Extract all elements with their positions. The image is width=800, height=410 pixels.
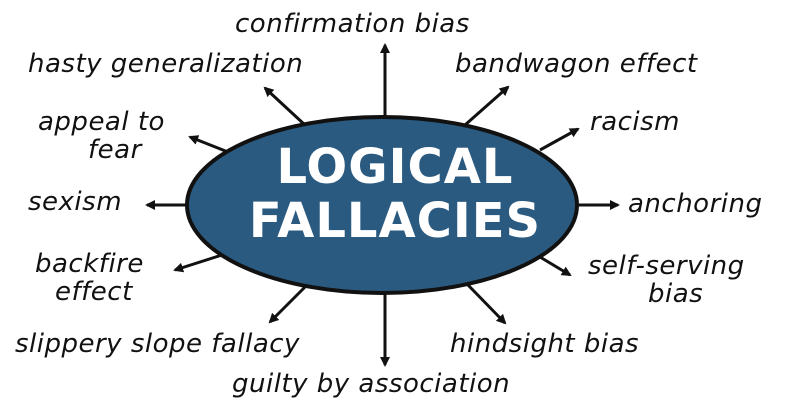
arrow-hindsight-bias xyxy=(466,283,507,325)
arrow-slippery-slope-fallacy xyxy=(268,285,307,324)
center-ellipse xyxy=(185,115,579,295)
arrow-backfire-effect xyxy=(173,253,223,273)
arrow-self-serving-bias xyxy=(539,255,572,277)
arrow-appeal-to-fear xyxy=(188,135,229,154)
arrow-racism xyxy=(539,127,580,152)
label-slippery-slope-fallacy: slippery slope fallacy xyxy=(15,329,300,359)
label-appeal-to-fear-line2: fear xyxy=(88,135,142,165)
arrow-hasty-generalization xyxy=(263,86,307,127)
label-anchoring: anchoring xyxy=(628,189,763,219)
center-title: LOGICAL FALLACIES xyxy=(215,140,575,248)
label-hasty-generalization: hasty generalization xyxy=(28,49,304,79)
arrow-bandwagon-effect xyxy=(464,85,510,127)
label-self-serving-bias-line2: bias xyxy=(648,279,704,309)
label-self-serving-bias-line1: self-serving xyxy=(588,251,745,281)
label-backfire-effect-line1: backfire xyxy=(35,249,144,279)
label-backfire-effect: backfire effect xyxy=(35,250,144,306)
label-confirmation-bias: confirmation bias xyxy=(235,9,470,39)
center-title-line1: LOGICAL xyxy=(276,139,514,195)
label-guilty-by-association: guilty by association xyxy=(232,369,511,399)
label-backfire-effect-line2: effect xyxy=(55,277,133,307)
center-title-line2: FALLACIES xyxy=(248,193,542,249)
label-hindsight-bias: hindsight bias xyxy=(450,329,640,359)
label-sexism: sexism xyxy=(28,187,123,217)
label-appeal-to-fear: appeal to fear xyxy=(38,108,165,164)
label-bandwagon-effect: bandwagon effect xyxy=(455,49,698,79)
label-racism: racism xyxy=(590,107,681,137)
label-self-serving-bias: self-serving bias xyxy=(588,252,745,308)
label-appeal-to-fear-line1: appeal to xyxy=(38,107,165,137)
